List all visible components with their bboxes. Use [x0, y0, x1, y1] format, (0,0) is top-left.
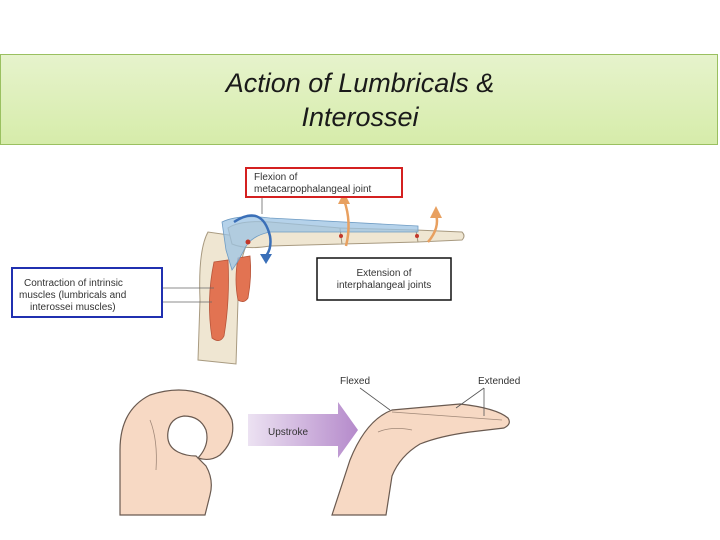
flexion-label-line1: Flexion of [254, 172, 298, 183]
flexion-arrow-head [260, 254, 272, 264]
dip-joint-marker [415, 234, 419, 238]
contraction-label-box [11, 267, 163, 318]
title-banner [0, 54, 718, 145]
slide-title-line2: Interossei [301, 102, 419, 132]
interosseous-muscle [235, 255, 252, 302]
right-hand-extended [331, 403, 510, 516]
contraction-label-line1: Contraction of intrinsic [24, 278, 123, 289]
left-hand-finger-line [149, 419, 157, 471]
upstroke-label: Upstroke [268, 427, 308, 438]
mcp-joint-marker [245, 239, 251, 245]
flexed-label: Flexed [340, 376, 370, 387]
flexed-leader [359, 387, 391, 411]
dip-arrow-head [430, 206, 442, 218]
extension-label-line2: interphalangeal joints [337, 280, 432, 291]
extended-leader-2 [455, 387, 485, 409]
slide-title: Action of Lumbricals & Interossei [150, 66, 570, 134]
flexion-arrow [233, 214, 272, 257]
contraction-label-line2: muscles (lumbricals and [19, 290, 126, 301]
extension-label-line1: Extension of [356, 268, 411, 279]
left-hand-flexed [119, 389, 234, 516]
flexion-label-box [245, 167, 403, 198]
extension-label-box [316, 257, 452, 301]
flexion-label-line2: metacarpophalangeal joint [254, 184, 372, 195]
right-hand-finger-line [391, 411, 503, 421]
distal-phalanx [415, 229, 465, 243]
right-hand-thumb-line [377, 428, 413, 433]
pip-joint-marker [339, 234, 343, 238]
slide-title-line1: Action of Lumbricals & [225, 68, 495, 98]
upstroke-arrow [248, 402, 358, 458]
lumbrical-muscle [209, 259, 229, 341]
extended-label: Extended [478, 376, 520, 387]
contraction-label-line3: interossei muscles) [30, 302, 116, 313]
